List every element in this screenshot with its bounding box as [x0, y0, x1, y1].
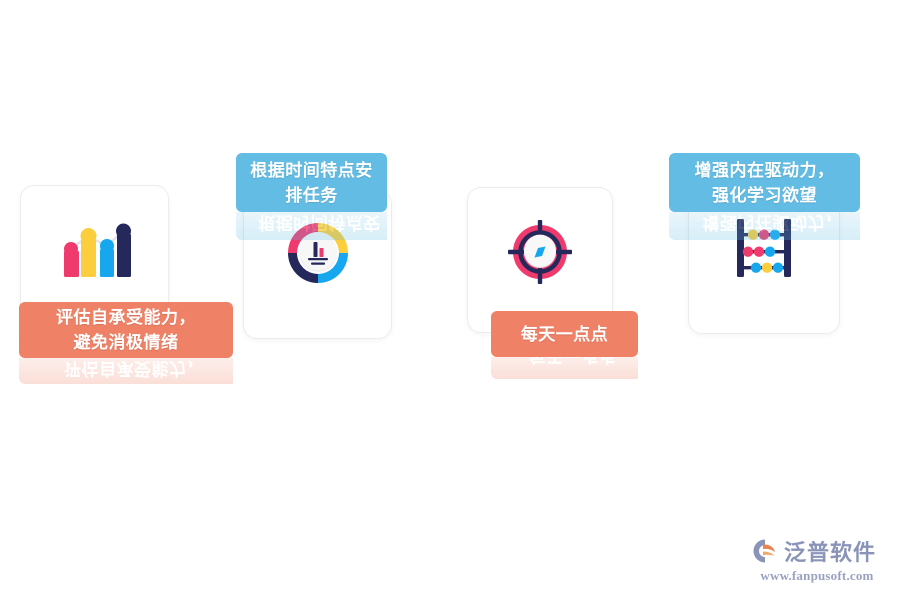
- badge-4-line1: 增强内在驱动力，: [694, 160, 835, 180]
- badge-card-3[interactable]: 每天一点点: [491, 311, 638, 357]
- badge-3-reflect-line1: 每天一点点: [529, 357, 617, 369]
- card-4[interactable]: [688, 188, 840, 334]
- fanpu-logo[interactable]: 泛普软件 www.fanpusoft.com: [750, 535, 884, 584]
- fanpu-logo-url: www.fanpusoft.com: [760, 568, 874, 583]
- abacus-icon: [733, 217, 795, 279]
- card-2[interactable]: [243, 190, 392, 339]
- bar-chart-icon: [59, 222, 131, 284]
- card-3[interactable]: [467, 187, 613, 333]
- target-compass-icon: [506, 218, 574, 286]
- fanpu-logo-mark-icon: [750, 536, 780, 566]
- badge-1-line1: 评估自承受能力，: [56, 308, 196, 327]
- badge-card-1[interactable]: 评估自承受能力， 避免消极情绪: [19, 302, 233, 358]
- badge-1-line2: 避免消极情绪: [73, 333, 179, 352]
- badge-4-line2: 强化学习欲望: [712, 185, 817, 205]
- badge-1-reflect-line1: 评估自承受能力，: [64, 359, 204, 378]
- badge-card-2[interactable]: 根据时间特点安 排任务: [236, 153, 387, 212]
- badge-3-line1: 每天一点点: [520, 324, 609, 344]
- badge-2-line2: 排任务: [285, 185, 338, 205]
- badge-card-4[interactable]: 增强内在驱动力， 强化学习欲望: [669, 153, 860, 212]
- badge-2-line1: 根据时间特点安: [250, 160, 373, 180]
- donut-chart-icon: [286, 221, 350, 285]
- badge-reflection-1: 评估自承受能力， 避免消极情绪: [19, 358, 233, 384]
- badge-reflection-3: 每天一点点: [491, 357, 638, 379]
- fanpu-logo-name: 泛普软件: [784, 540, 877, 565]
